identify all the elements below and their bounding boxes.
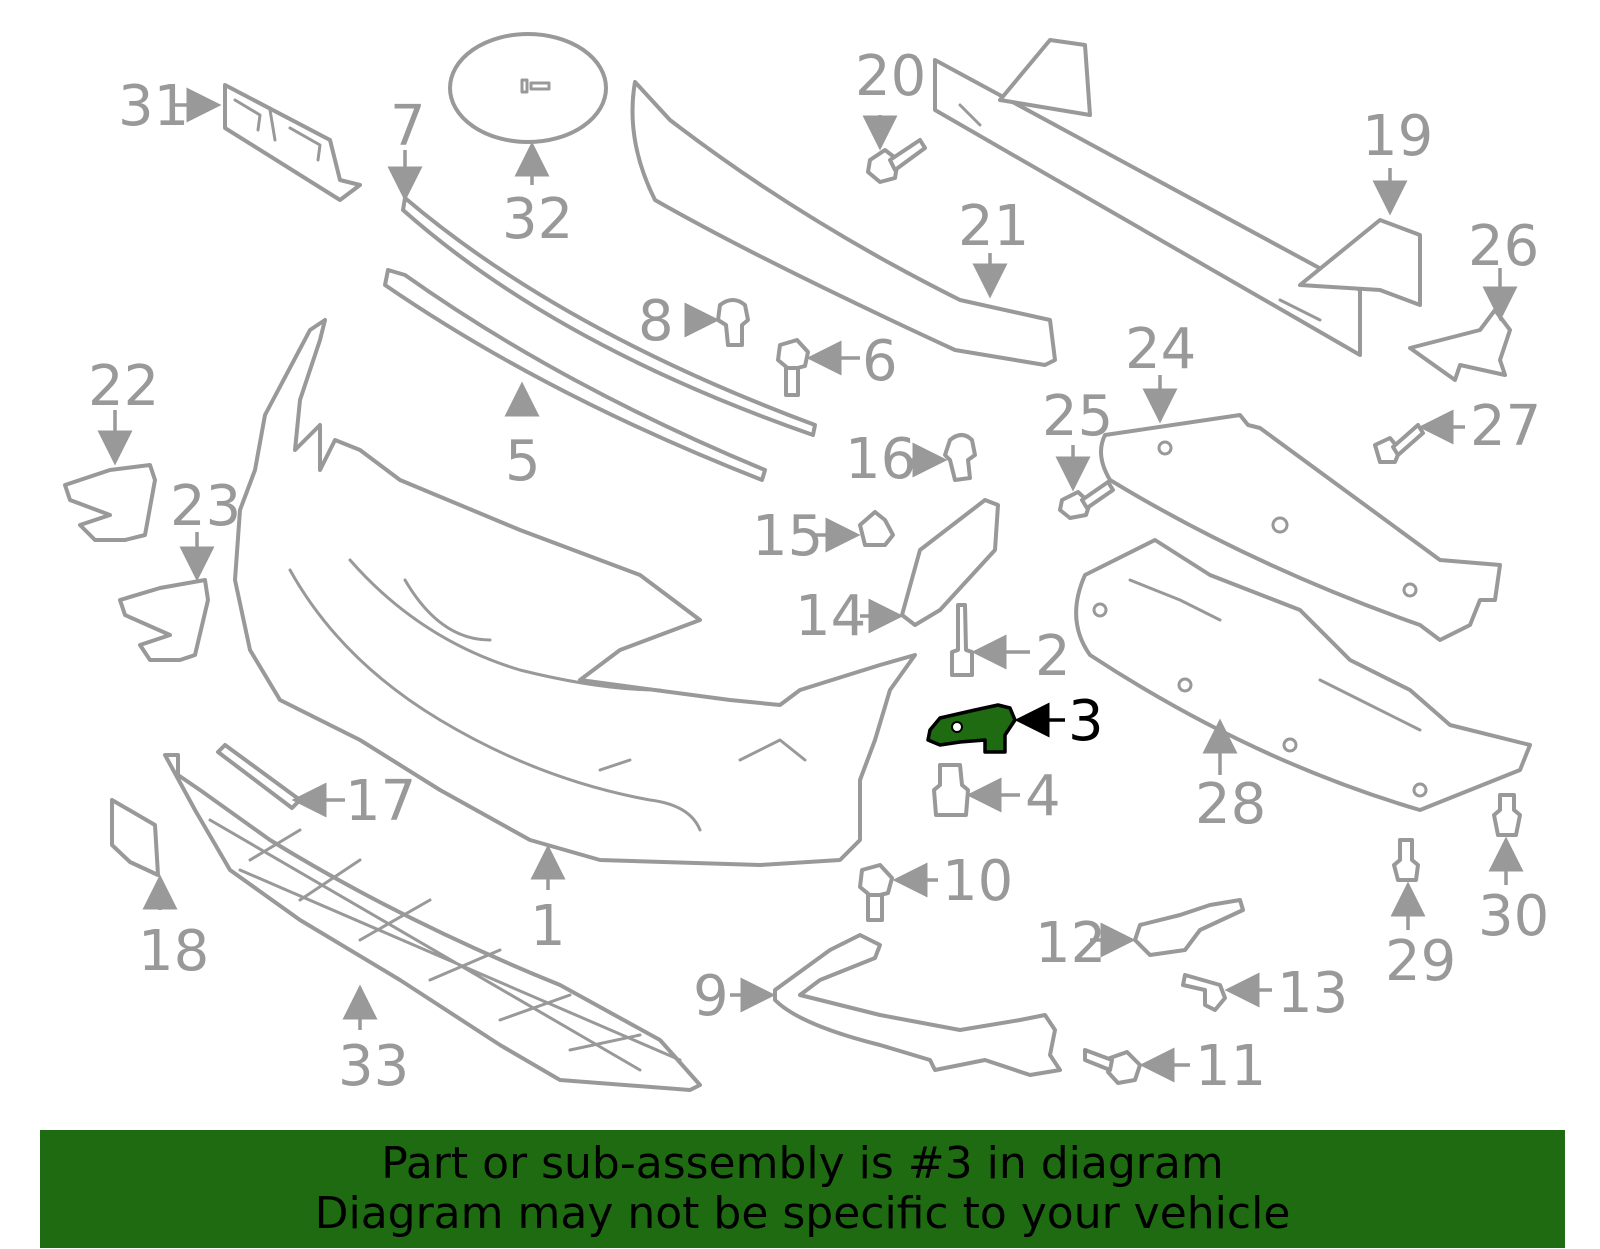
callout-32: 32 (502, 187, 573, 252)
callout-16: 16 (845, 427, 916, 492)
callout-18: 18 (138, 919, 209, 984)
part-30-clip (1492, 793, 1522, 837)
callout-33: 33 (338, 1034, 409, 1099)
part-24-cover (1099, 413, 1502, 642)
callout-12: 12 (1035, 911, 1106, 976)
part-19-beam (933, 38, 1422, 357)
callout-25: 25 (1042, 384, 1113, 449)
part-23-bracket (118, 578, 210, 662)
callout-30: 30 (1478, 884, 1549, 949)
callout-13: 13 (1277, 961, 1348, 1026)
part-2-pin (950, 603, 974, 677)
part-8-clip (716, 298, 750, 347)
part-6-bolt (776, 338, 810, 397)
part-9-bracket (773, 933, 1062, 1077)
part-16-clip (943, 433, 977, 482)
part-13-fastener (1181, 973, 1227, 1012)
leader-lines (97, 87, 1524, 1083)
part-22-bracket (63, 463, 157, 542)
callout-14: 14 (795, 584, 866, 649)
part-27-bolt (1373, 423, 1425, 464)
banner-line-1: Part or sub-assembly is #3 in diagram (381, 1138, 1224, 1189)
callout-21: 21 (958, 194, 1029, 259)
callout-10: 10 (942, 849, 1013, 914)
part-11-bolt (1083, 1048, 1142, 1085)
part-3-bracket-highlighted (926, 703, 1017, 754)
part-26-bracket (1408, 308, 1512, 382)
callout-9: 9 (693, 964, 729, 1029)
callout-31: 31 (118, 74, 189, 139)
callout-4: 4 (1025, 764, 1061, 829)
callout-26: 26 (1468, 214, 1539, 279)
part-15-clip (858, 510, 895, 547)
callout-2: 2 (1035, 624, 1071, 689)
part-32-emblem (448, 32, 608, 144)
callout-23: 23 (170, 474, 241, 539)
callout-20: 20 (855, 44, 926, 109)
callout-11: 11 (1195, 1034, 1266, 1099)
part-25-bolt (1058, 480, 1115, 520)
callout-15: 15 (752, 504, 823, 569)
part-1-bumper-cover (233, 318, 917, 867)
callout-6: 6 (862, 329, 898, 394)
callout-3: 3 (1068, 689, 1104, 754)
part-4-clip (932, 763, 970, 817)
part-12-bracket (1133, 898, 1245, 957)
callout-7: 7 (390, 94, 426, 159)
banner-line-2: Diagram may not be specific to your vehi… (314, 1188, 1291, 1239)
part-5-retainer (383, 268, 767, 482)
info-banner: Part or sub-assembly is #3 in diagram Di… (40, 1130, 1565, 1248)
callout-19: 19 (1362, 104, 1433, 169)
callout-17: 17 (345, 769, 416, 834)
part-18-panel (110, 798, 160, 877)
callout-labels: 31 7 32 20 19 21 26 24 25 27 8 6 16 15 1… (88, 44, 1549, 1099)
callout-22: 22 (88, 354, 159, 419)
callout-8: 8 (638, 289, 674, 354)
part-7-molding (401, 196, 817, 437)
part-21-absorber (630, 80, 1057, 367)
part-17-strip (216, 743, 302, 810)
callout-5: 5 (505, 429, 541, 494)
callout-27: 27 (1470, 394, 1541, 459)
part-20-bolt (866, 138, 927, 184)
part-33-grille (163, 753, 702, 1092)
callout-24: 24 (1125, 317, 1196, 382)
part-14-bracket (900, 498, 1000, 627)
callout-28: 28 (1195, 772, 1266, 837)
callout-1: 1 (530, 894, 566, 959)
part-29-clip (1392, 838, 1420, 882)
part-31-bracket (223, 83, 362, 202)
callout-29: 29 (1385, 929, 1456, 994)
part-10-bolt (858, 863, 894, 922)
